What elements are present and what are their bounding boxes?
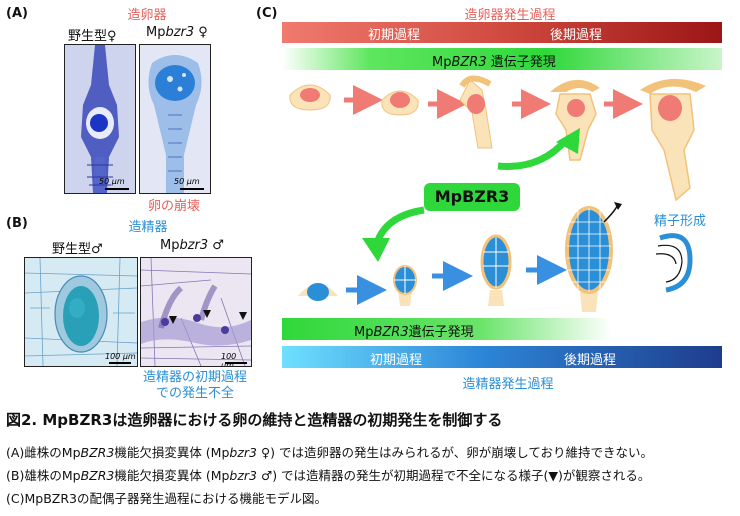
caption-line-b: (B)雄株のMpBZR3機能欠損変異体 (Mpbzr3 ♂) では造精器の発生が… [6, 468, 651, 483]
sperm-late-label: 後期過程 [564, 353, 617, 368]
panel-b-title: 造精器 [128, 220, 168, 235]
panel-b-note: 造精器の初期過程 での発生不全 [130, 370, 260, 402]
egg-stage-2 [381, 90, 419, 116]
egg-process-bar: 初期過程 後期過程 [282, 22, 722, 43]
panel-b-mut-photo: 100 μm [140, 257, 252, 367]
panel-a-title: 造卵器 [127, 8, 167, 23]
scale-text-a-left: 50 μm [99, 177, 125, 186]
panel-c-top-title: 造卵器発生過程 [464, 8, 556, 23]
bottom-expression-bar: MpBZR3遺伝子発現 [282, 318, 722, 340]
panel-a-wt-label: 野生型♀ [68, 29, 117, 44]
sperm-process-bar: 初期過程 後期過程 [282, 346, 722, 368]
green-arrow-down-head [362, 238, 390, 262]
scale-bar-a-right [180, 188, 204, 190]
egg-late-label: 後期過程 [550, 28, 603, 43]
wt-archegonium-image [65, 45, 135, 193]
panel-a-mut-photo: 50 μm [139, 44, 211, 194]
bottom-expression-label: MpBZR3遺伝子発現 [354, 325, 474, 340]
sperm-cell-icon [655, 233, 693, 293]
panel-b-note-line1: 造精器の初期過程 [142, 370, 247, 385]
triangle-marker-2 [203, 310, 211, 318]
sperm-early-label: 初期過程 [370, 353, 423, 368]
top-expression-label: MpBZR3 遺伝子発現 [432, 55, 556, 70]
sperm-formation-label: 精子形成 [653, 214, 706, 229]
panel-b-wt-photo: 100 μm [24, 257, 138, 367]
panel-b-label: (B) [6, 216, 28, 231]
scale-bar-b-left [109, 362, 131, 364]
panel-a-wt-photo: 50 μm [64, 44, 136, 194]
figure-caption-title: 図2. MpBZR3は造卵器における卵の維持と造精器の初期発生を制御する [6, 411, 503, 429]
sperm-stage-4 [565, 202, 622, 312]
mpbzr3-label: MpBZR3 [424, 183, 520, 211]
sperm-stage-2 [393, 265, 417, 306]
egg-stage-1 [289, 84, 331, 111]
panel-b-note-line2: での発生不全 [155, 386, 234, 401]
caption-line-a: (A)雌株のMpBZR3機能欠損変異体 (Mpbzr3 ♀) では造卵器の発生は… [6, 445, 653, 460]
panel-c-label: (C) [256, 6, 278, 21]
green-arrow-up [497, 137, 569, 170]
top-expression-bar: MpBZR3 遺伝子発現 [282, 48, 722, 70]
panel-b-mut-label: Mpbzr3 ♂ [160, 238, 224, 253]
panel-a-mut-label: Mpbzr3 ♀ [146, 25, 208, 40]
egg-stage-4 [550, 79, 600, 161]
caption-line-c: (C)MpBZR3の配偶子器発生過程における機能モデル図。 [6, 491, 327, 506]
egg-stage-3 [459, 75, 493, 149]
panel-c-bottom-title: 造精器発生過程 [462, 377, 554, 392]
scale-text-b-left: 100 μm [105, 352, 136, 361]
wt-antheridium-image [25, 258, 137, 366]
scale-bar-b-right [225, 362, 247, 364]
sperm-stage-3 [480, 234, 512, 306]
scale-text-a-right: 50 μm [174, 177, 200, 186]
mut-antheridium-image [141, 258, 251, 366]
triangle-marker-1 [169, 316, 177, 324]
panel-a-label: (A) [6, 6, 28, 21]
sperm-stage-1 [298, 283, 338, 301]
egg-early-label: 初期過程 [368, 28, 421, 43]
panel-a-note: 卵の崩壊 [147, 199, 200, 214]
panel-b-wt-label: 野生型♂ [52, 242, 103, 257]
triangle-marker-3 [239, 312, 247, 320]
egg-stage-5 [640, 78, 706, 202]
scale-bar-a-left [105, 188, 129, 190]
green-arrow-up-head [556, 128, 580, 154]
mut-archegonium-image [140, 45, 210, 193]
